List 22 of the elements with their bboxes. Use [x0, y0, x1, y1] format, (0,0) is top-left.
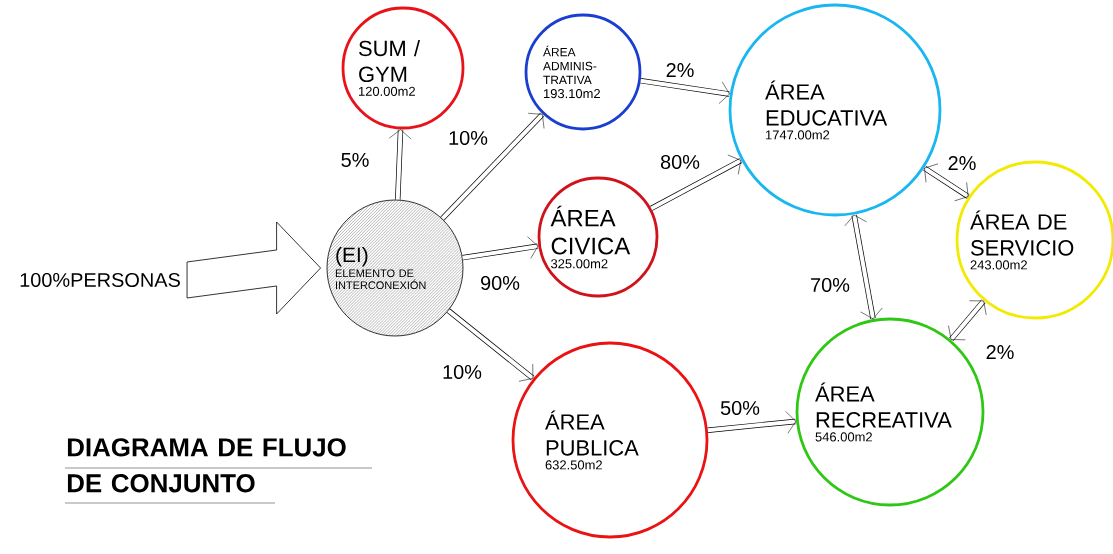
text-label: 100%PERSONAS: [20, 272, 180, 288]
edge-label: 90%: [479, 274, 521, 292]
edge-label: 70%: [809, 276, 851, 294]
block-arrow: [186, 221, 321, 315]
edge-label: 50%: [719, 399, 761, 417]
arrow: [640, 78, 730, 104]
arrow: [446, 308, 535, 382]
title: DIAGRAMA DE FLUJO DE CONJUNTO: [67, 438, 346, 493]
arrow: [923, 163, 970, 202]
edge-label: 80%: [659, 153, 701, 171]
arrow: [440, 112, 545, 221]
edge-label: 5%: [339, 152, 371, 168]
edge-label: 10%: [447, 129, 489, 147]
edge-label: 2%: [664, 62, 696, 78]
arrow: [388, 129, 412, 200]
arrow: [844, 214, 883, 320]
arrow: [948, 299, 987, 342]
edge-label: 10%: [441, 363, 483, 381]
arrow: [462, 236, 539, 261]
arrow: [649, 154, 742, 211]
edge-label: 2%: [984, 344, 1016, 360]
arrow: [707, 411, 796, 434]
